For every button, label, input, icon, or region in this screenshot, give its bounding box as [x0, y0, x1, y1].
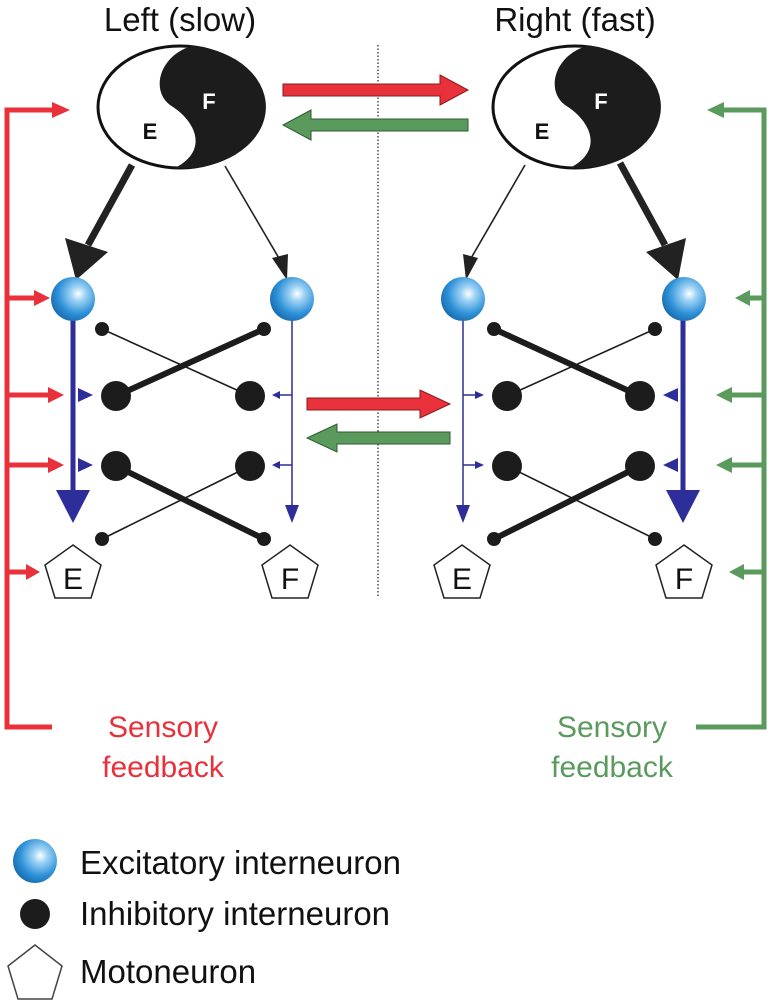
right-cpg-extensor-label: E	[535, 119, 550, 144]
right-to-left-arrow-top	[281, 109, 469, 141]
right-sensory-feedback-label-line1: Sensory	[557, 711, 667, 744]
left-inhibitory-interneuron	[101, 451, 131, 481]
left-flexor-motoneuron: F	[261, 544, 319, 599]
legend: Excitatory interneuron Inhibitory intern…	[7, 839, 401, 1000]
left-to-right-arrow-top	[282, 74, 470, 106]
right-flexor-motoneuron: F	[655, 544, 713, 599]
right-inhibitory-interneuron	[492, 451, 522, 481]
right-flexor-motoneuron-label: F	[675, 563, 693, 596]
left-excitatory-interneuron-flexor	[270, 277, 314, 321]
legend-motoneuron-symbol	[7, 944, 63, 1000]
right-extensor-motoneuron-label: E	[452, 563, 472, 596]
left-inhibitory-interneuron	[101, 381, 131, 411]
left-to-right-arrow-middle	[306, 389, 452, 419]
inhibitory-synapse-terminals	[95, 322, 662, 546]
right-cpg-flexor-label: F	[594, 89, 607, 114]
right-spinal-network	[456, 320, 700, 542]
legend-inhibitory-label: Inhibitory interneuron	[80, 895, 390, 932]
right-extensor-motoneuron: E	[433, 544, 491, 599]
right-inhibitory-interneuron	[625, 381, 655, 411]
left-spinal-network	[56, 320, 299, 542]
right-inhibitory-interneuron	[625, 451, 655, 481]
right-excitatory-interneuron-extensor	[441, 277, 485, 321]
left-inhibitory-interneuron	[235, 451, 265, 481]
legend-inhibitory-symbol	[20, 899, 50, 929]
left-inhibitory-interneuron	[235, 381, 265, 411]
left-cpg-half-center: E F	[96, 44, 266, 170]
left-flexor-motoneuron-label: F	[281, 563, 299, 596]
left-extensor-motoneuron: E	[44, 544, 102, 599]
legend-motoneuron-label: Motoneuron	[80, 953, 256, 990]
right-sensory-feedback-label-line2: feedback	[551, 751, 674, 784]
left-cpg-output-arrows	[65, 163, 288, 280]
right-excitatory-interneuron-flexor	[662, 277, 706, 321]
legend-excitatory-label: Excitatory interneuron	[80, 844, 401, 881]
left-cpg-extensor-label: E	[143, 119, 158, 144]
right-cpg-half-center: E F	[491, 44, 661, 170]
legend-excitatory-symbol	[13, 839, 57, 883]
right-to-left-arrow-middle	[305, 423, 451, 453]
right-inhibitory-interneuron	[492, 381, 522, 411]
left-sensory-feedback-label-line2: feedback	[102, 751, 225, 784]
left-excitatory-interneuron-extensor	[51, 277, 95, 321]
right-cpg-output-arrows	[463, 161, 686, 280]
left-extensor-motoneuron-label: E	[63, 563, 83, 596]
left-cpg-flexor-label: F	[202, 89, 215, 114]
right-side-title: Right (fast)	[494, 1, 655, 38]
right-sensory-feedback-pathway	[696, 102, 767, 730]
left-side-title: Left (slow)	[104, 1, 256, 38]
left-sensory-feedback-label-line1: Sensory	[108, 711, 218, 744]
left-sensory-feedback-pathway	[4, 102, 70, 730]
